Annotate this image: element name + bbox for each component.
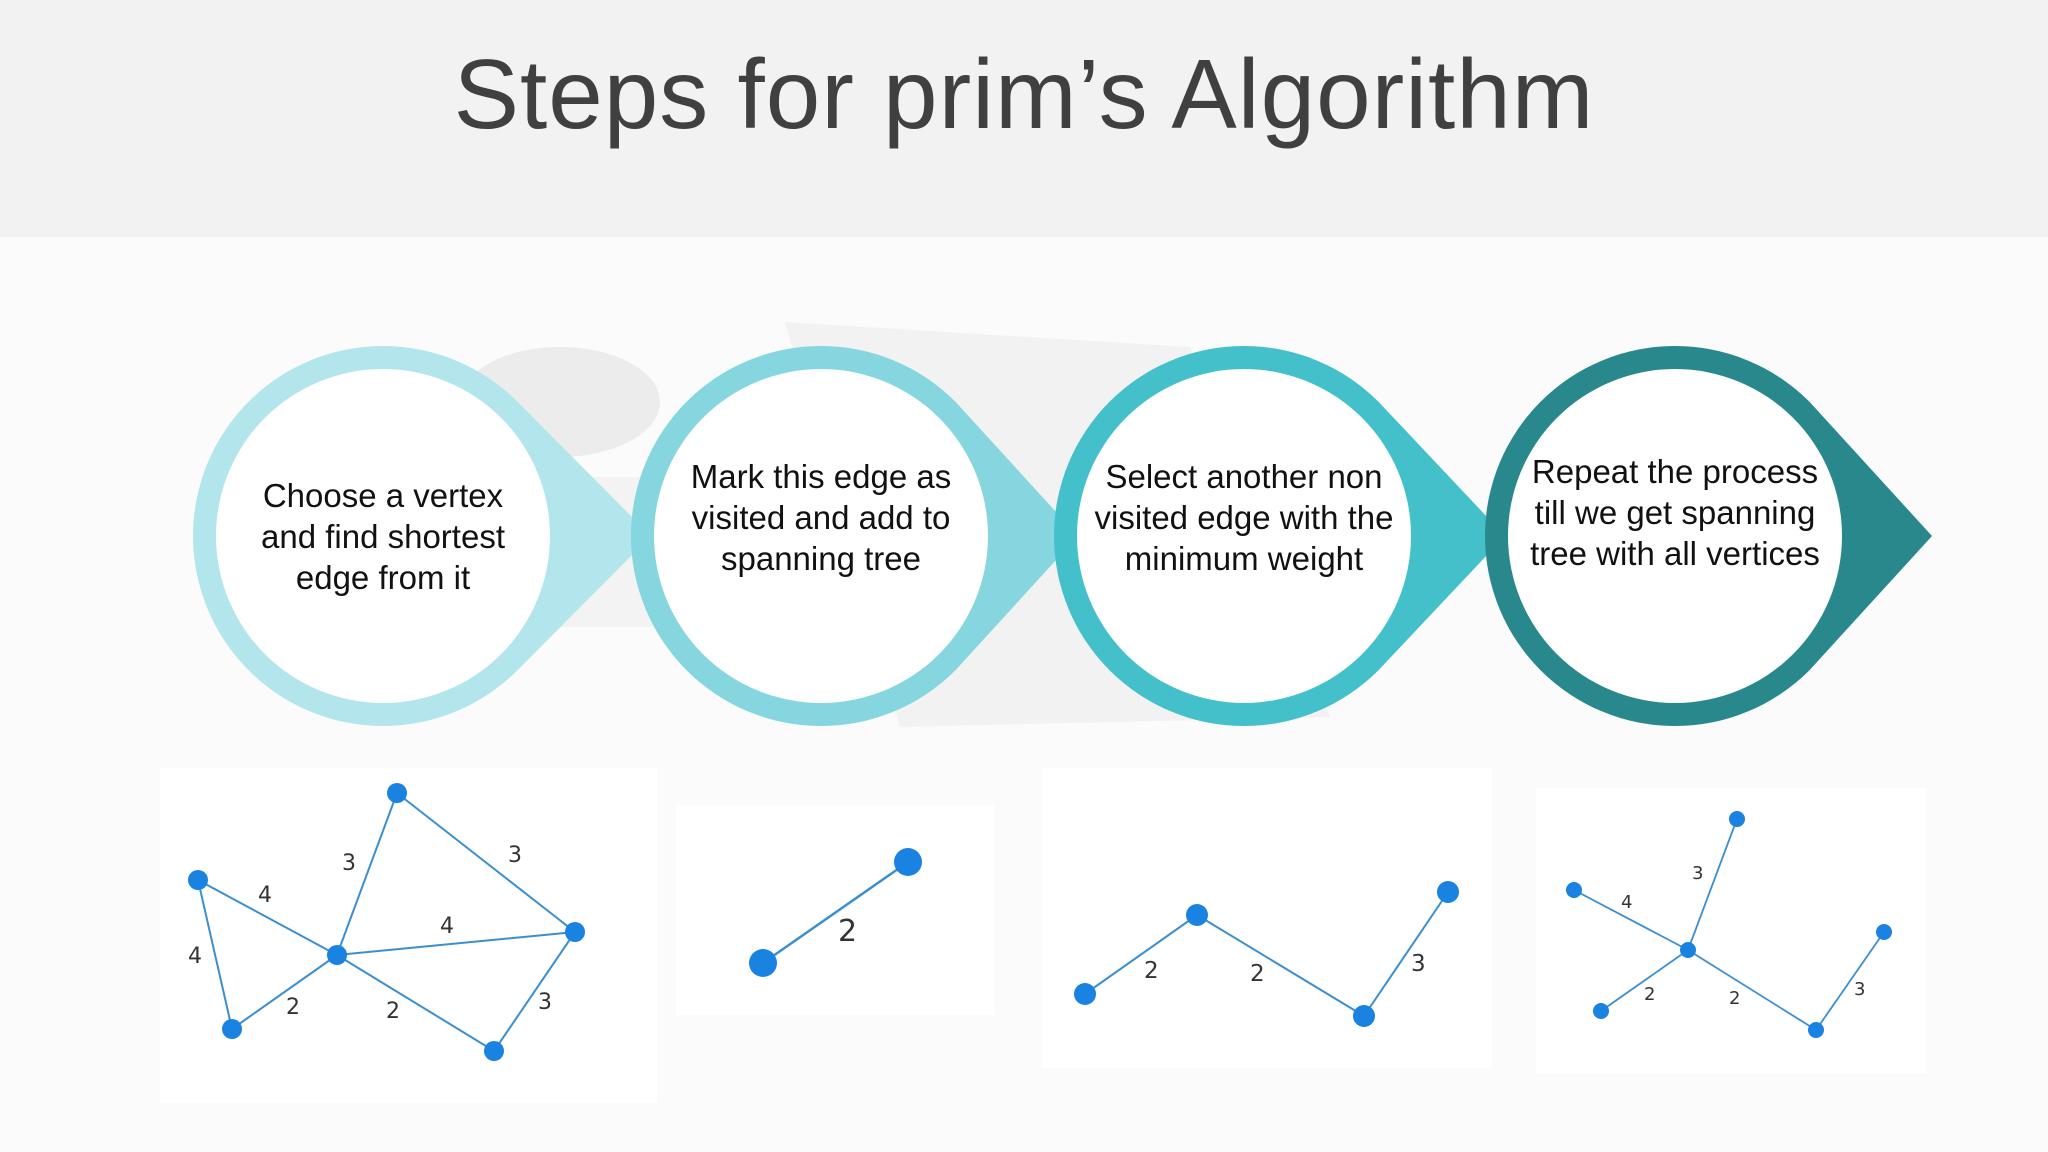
graph-panel-3: 2 2 3 <box>1042 768 1492 1068</box>
graph-edge <box>1196 914 1365 1017</box>
edge-weight-label: 3 <box>342 851 356 876</box>
step-2-inner-circle <box>654 369 988 703</box>
graph-edge <box>197 879 338 956</box>
step-4-inner-circle <box>1508 369 1842 703</box>
graph-edge <box>1084 914 1198 995</box>
graph-full: 3 3 4 4 4 2 2 3 <box>188 783 585 1061</box>
edge-weight-label: 3 <box>1854 979 1865 1000</box>
edge-weight-label: 3 <box>508 843 522 868</box>
edge-weight-label: 4 <box>188 944 202 969</box>
edge-weight-label: 4 <box>1621 892 1632 913</box>
step-3-inner-circle <box>1077 369 1411 703</box>
graph-edge <box>197 879 233 1030</box>
step-1-text: Choose a vertex and find shortest edge f… <box>261 477 505 596</box>
graph-edge <box>1600 949 1689 1012</box>
graph-node <box>1729 811 1745 827</box>
edge-weight-label: 2 <box>286 995 300 1020</box>
graph-node <box>749 949 777 977</box>
graph-node <box>894 848 922 876</box>
graph-edge <box>1363 891 1449 1017</box>
graph-panel-1: 3 3 4 4 4 2 2 3 <box>160 768 657 1103</box>
edge-weight-label: 4 <box>258 883 272 908</box>
graph-node <box>1876 924 1892 940</box>
graph-edge <box>336 792 398 956</box>
edge-weight-label: 2 <box>1144 958 1159 984</box>
graph-node <box>1437 881 1459 903</box>
step-1-inner-circle <box>216 369 550 703</box>
graph-node <box>327 945 347 965</box>
graph-node <box>484 1041 504 1061</box>
graph-edge <box>1687 949 1817 1031</box>
graph-panel-2: 2 <box>676 805 994 1015</box>
step-4-text: Repeat the process till we get spanning … <box>1530 453 1820 572</box>
edge-weight-label: 2 <box>1644 984 1655 1005</box>
graph-edge <box>493 931 576 1052</box>
graph-edge <box>231 954 338 1030</box>
graph-node <box>1353 1005 1375 1027</box>
graph-edge <box>396 792 576 933</box>
graph-node <box>1593 1003 1609 1019</box>
graph-step-2: 2 <box>749 848 922 977</box>
graph-edge <box>1687 818 1738 951</box>
graph-node <box>188 870 208 890</box>
graph-panel-4: 3 4 2 2 3 <box>1536 788 1926 1073</box>
slide-title: Steps for prim’s Algorithm <box>453 39 1595 149</box>
edge-weight-label: 3 <box>1692 863 1703 884</box>
graph-node <box>1074 983 1096 1005</box>
graph-edge <box>336 931 576 956</box>
graph-node <box>1680 942 1696 958</box>
edge-weight-label: 2 <box>386 999 400 1024</box>
graph-node <box>1808 1022 1824 1038</box>
edge-weight-label: 2 <box>1250 961 1265 987</box>
graph-final-tree: 3 4 2 2 3 <box>1566 811 1892 1038</box>
edge-weight-label: 3 <box>1411 951 1426 977</box>
edge-weight-label: 2 <box>838 914 857 949</box>
process-steps <box>193 345 1932 726</box>
step-3-text: Select another non visited edge with the… <box>1094 458 1394 577</box>
graph-node <box>222 1019 242 1039</box>
graph-node <box>565 922 585 942</box>
graph-edge <box>336 954 495 1052</box>
graph-edge <box>1815 931 1885 1031</box>
edge-weight-label: 4 <box>440 914 454 939</box>
title-bar: Steps for prim’s Algorithm <box>0 0 2048 237</box>
edge-weight-label: 3 <box>538 990 552 1015</box>
graph-node <box>1186 904 1208 926</box>
step-2-text: Mark this edge as visited and add to spa… <box>690 458 952 577</box>
edge-weight-label: 2 <box>1729 988 1740 1009</box>
graph-node <box>387 783 407 803</box>
graph-edge <box>762 860 909 965</box>
graph-step-3: 2 2 3 <box>1074 881 1459 1027</box>
graph-node <box>1566 882 1582 898</box>
graph-edge <box>1573 889 1689 951</box>
